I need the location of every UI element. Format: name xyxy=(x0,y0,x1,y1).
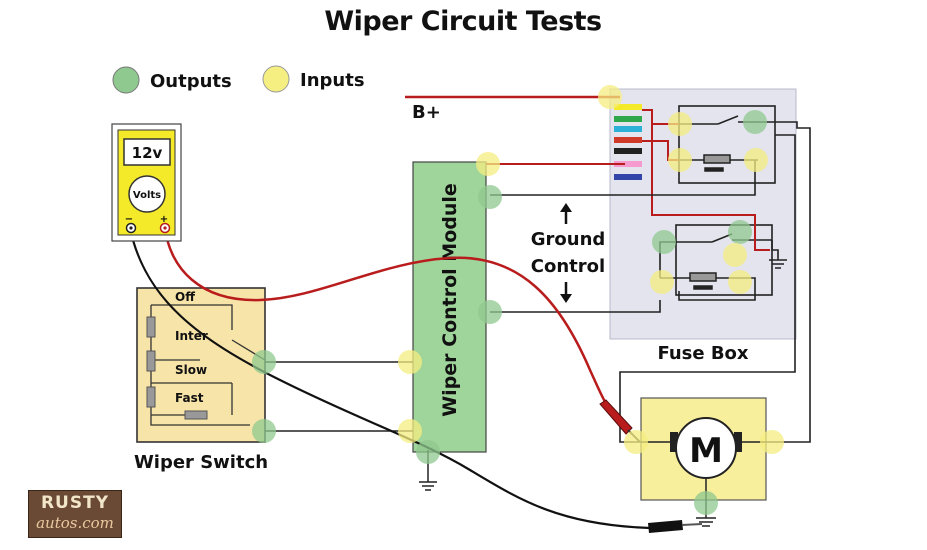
test-point-output xyxy=(743,110,767,134)
switch-resistor-2 xyxy=(146,350,156,372)
switch-resistor-1 xyxy=(146,316,156,338)
outputs-legend-label: Outputs xyxy=(150,71,232,92)
test-point-input xyxy=(668,148,692,172)
test-point-input xyxy=(728,270,752,294)
test-point-input xyxy=(744,148,768,172)
test-point-input xyxy=(723,243,747,267)
outputs-legend-swatch xyxy=(112,66,140,94)
motor-brush-right xyxy=(734,432,742,452)
meter-red-lead xyxy=(163,227,613,413)
black-probe xyxy=(648,520,703,533)
test-point-input xyxy=(668,112,692,136)
test-point-output xyxy=(478,300,502,324)
motor-brush-left xyxy=(670,432,678,452)
meter-black-lead xyxy=(128,227,651,530)
rustyautos-logo: RUSTY autos.com xyxy=(28,490,122,538)
motor-label: M xyxy=(689,431,723,471)
relay-upper xyxy=(678,105,776,184)
test-point-input xyxy=(398,419,422,443)
test-point-input xyxy=(398,350,422,374)
ground-control-line1: Ground xyxy=(531,229,606,250)
test-point-output xyxy=(478,185,502,209)
test-point-output xyxy=(416,440,440,464)
meter-reading: 12v xyxy=(132,144,163,162)
test-point-input xyxy=(476,152,500,176)
switch-resistor-4 xyxy=(184,410,208,420)
switch-position-fast: Fast xyxy=(175,391,204,405)
switch-position-slow: Slow xyxy=(175,363,207,377)
multimeter: 12v Volts − + xyxy=(111,123,182,242)
test-point-input xyxy=(598,85,622,109)
fuse-box-label: Fuse Box xyxy=(657,343,748,364)
test-point-input xyxy=(760,430,784,454)
fuse-strip xyxy=(614,104,642,180)
test-point-output xyxy=(728,220,752,244)
logo-line2: autos.com xyxy=(36,514,114,532)
test-point-output xyxy=(252,419,276,443)
relay-ground-symbol xyxy=(769,258,787,269)
test-point-input xyxy=(624,430,648,454)
fusebox-dark-wiring xyxy=(490,121,811,443)
switch-resistor-3 xyxy=(146,386,156,408)
test-point-output xyxy=(694,491,718,515)
meter-mode: Volts xyxy=(133,190,161,201)
test-point-output xyxy=(652,230,676,254)
module-label: Wiper Control Module xyxy=(439,183,461,417)
inputs-legend-label: Inputs xyxy=(300,70,365,91)
logo-line1: RUSTY xyxy=(40,493,110,513)
test-points xyxy=(252,85,784,515)
legend: Outputs Inputs xyxy=(112,65,365,94)
wiper-control-module xyxy=(412,161,487,453)
meter-pos-symbol: + xyxy=(160,214,168,225)
battery-label: B+ xyxy=(412,102,441,123)
meter-display xyxy=(123,138,171,166)
ground-control-annotation: Ground Control xyxy=(531,203,606,303)
test-point-input xyxy=(650,270,674,294)
meter-neg-symbol: − xyxy=(125,214,133,225)
diagram-title: Wiper Circuit Tests xyxy=(324,6,601,37)
switch-position-inter: Inter xyxy=(175,329,208,343)
switch-module-wires xyxy=(265,361,413,432)
wiper-switch-label: Wiper Switch xyxy=(134,452,268,473)
switch-position-off: Off xyxy=(175,290,195,304)
test-point-output xyxy=(252,350,276,374)
inputs-legend-swatch xyxy=(262,65,290,93)
ground-control-line2: Control xyxy=(531,256,605,277)
meter-dial xyxy=(128,175,166,213)
